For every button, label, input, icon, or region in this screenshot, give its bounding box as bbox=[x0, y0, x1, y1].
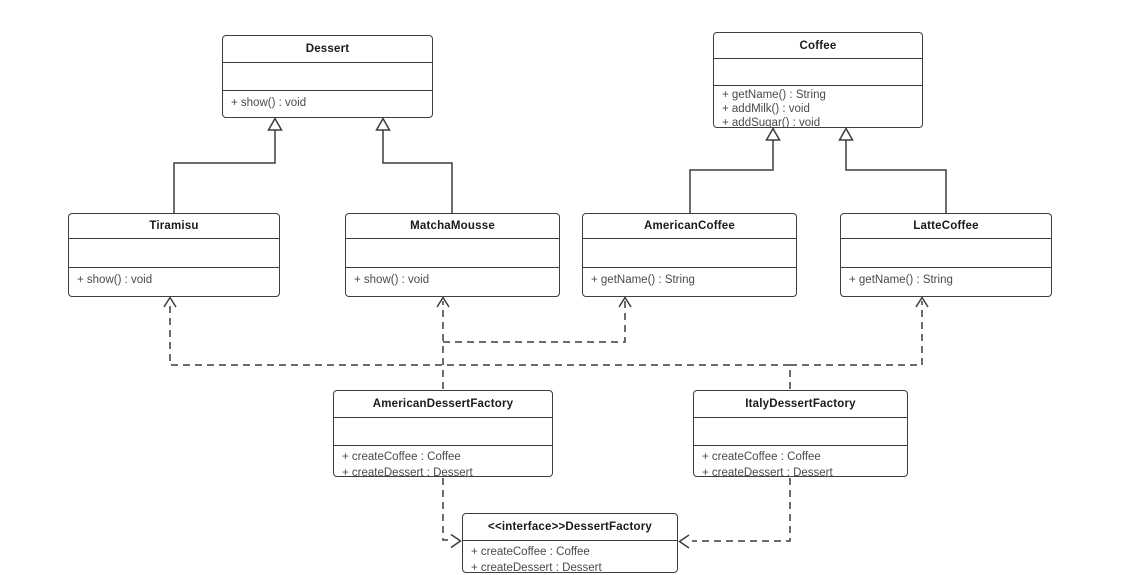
arrow-open-tiramisu bbox=[163, 296, 177, 308]
method-row: + addSugar() : void bbox=[722, 117, 821, 127]
edge-italyfactory-to-lattecoffee bbox=[790, 301, 923, 366]
class-methods: + getName() : String bbox=[583, 268, 796, 296]
method-row: + addMilk() : void bbox=[722, 103, 810, 115]
edge-italyfactory-to-tiramisu bbox=[169, 301, 791, 389]
class-title: AmericanDessertFactory bbox=[334, 391, 552, 418]
method-row: + show() : void bbox=[231, 97, 307, 109]
class-methods: + createCoffee : Coffee + createDessert … bbox=[334, 446, 552, 476]
method-row: + getName() : String bbox=[722, 89, 826, 101]
method-row: + getName() : String bbox=[591, 274, 695, 286]
class-attributes bbox=[694, 418, 907, 446]
method-row: + createDessert : Dessert bbox=[342, 467, 473, 476]
class-methods: + createCoffee : Coffee + createDessert … bbox=[694, 446, 907, 476]
class-attributes bbox=[69, 239, 279, 268]
class-methods: + show() : void bbox=[69, 268, 279, 296]
class-box-dessert: Dessert + show() : void bbox=[222, 35, 433, 118]
class-title: Coffee bbox=[714, 33, 922, 59]
edge-americanfactory-to-interface bbox=[442, 478, 453, 541]
arrow-triangle-dessert-left bbox=[267, 116, 283, 131]
arrow-triangle-coffee-right bbox=[838, 126, 854, 141]
class-box-matcha-mousse: MatchaMousse + show() : void bbox=[345, 213, 560, 297]
edge-lattecoffee-to-coffee bbox=[845, 140, 947, 213]
class-methods: + getName() : String + addMilk() : void … bbox=[714, 86, 922, 127]
edge-italyfactory-to-interface bbox=[692, 478, 791, 542]
method-row: + createCoffee : Coffee bbox=[471, 546, 590, 558]
class-title: ItalyDessertFactory bbox=[694, 391, 907, 418]
class-attributes bbox=[583, 239, 796, 268]
class-methods: + createCoffee : Coffee + createDessert … bbox=[463, 541, 677, 572]
class-attributes bbox=[346, 239, 559, 268]
edge-americanfactory-to-americancoffee bbox=[443, 301, 626, 343]
arrow-triangle-dessert-right bbox=[375, 116, 391, 131]
class-box-american-dessert-factory: AmericanDessertFactory + createCoffee : … bbox=[333, 390, 553, 477]
class-box-coffee: Coffee + getName() : String + addMilk() … bbox=[713, 32, 923, 128]
arrow-open-interface-left bbox=[450, 533, 462, 549]
class-attributes bbox=[841, 239, 1051, 268]
class-methods: + show() : void bbox=[346, 268, 559, 296]
edge-tiramisu-to-dessert bbox=[173, 130, 276, 213]
class-title: AmericanCoffee bbox=[583, 214, 796, 239]
method-row: + createCoffee : Coffee bbox=[342, 451, 461, 463]
arrow-open-interface-right bbox=[678, 534, 690, 549]
method-row: + getName() : String bbox=[849, 274, 953, 286]
arrow-open-matchamousse bbox=[436, 296, 450, 308]
method-row: + show() : void bbox=[354, 274, 430, 286]
arrow-open-lattecoffee bbox=[915, 296, 929, 308]
arrow-triangle-coffee-left bbox=[765, 126, 781, 141]
class-box-dessert-factory-interface: <<interface>>DessertFactory + createCoff… bbox=[462, 513, 678, 573]
class-methods: + getName() : String bbox=[841, 268, 1051, 296]
class-box-latte-coffee: LatteCoffee + getName() : String bbox=[840, 213, 1052, 297]
edge-americancoffee-to-coffee bbox=[689, 140, 774, 213]
method-row: + show() : void bbox=[77, 274, 153, 286]
class-title: Tiramisu bbox=[69, 214, 279, 239]
arrow-open-americancoffee bbox=[618, 296, 632, 308]
class-attributes bbox=[714, 59, 922, 86]
class-title: Dessert bbox=[223, 36, 432, 63]
class-methods: + show() : void bbox=[223, 91, 432, 117]
class-title: <<interface>>DessertFactory bbox=[463, 514, 677, 541]
class-attributes bbox=[334, 418, 552, 446]
class-title: LatteCoffee bbox=[841, 214, 1051, 239]
method-row: + createDessert : Dessert bbox=[471, 562, 602, 572]
class-attributes bbox=[223, 63, 432, 91]
class-box-italy-dessert-factory: ItalyDessertFactory + createCoffee : Cof… bbox=[693, 390, 908, 477]
edge-matchamousse-to-dessert bbox=[382, 130, 453, 213]
class-box-american-coffee: AmericanCoffee + getName() : String bbox=[582, 213, 797, 297]
class-title: MatchaMousse bbox=[346, 214, 559, 239]
method-row: + createDessert : Dessert bbox=[702, 467, 833, 476]
method-row: + createCoffee : Coffee bbox=[702, 451, 821, 463]
class-box-tiramisu: Tiramisu + show() : void bbox=[68, 213, 280, 297]
